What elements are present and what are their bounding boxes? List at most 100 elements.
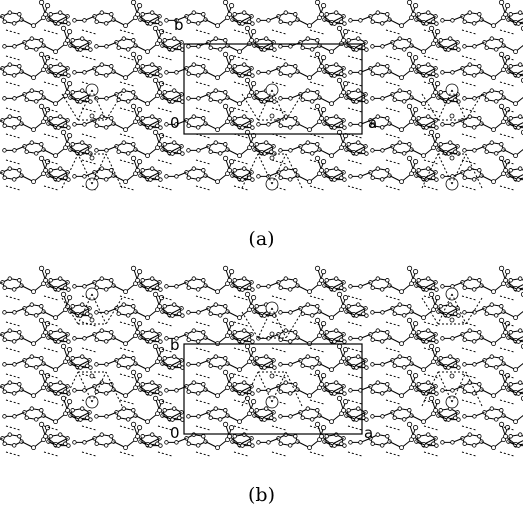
- atom: [82, 70, 87, 75]
- atom: [269, 373, 275, 379]
- hydrogen-bond: [233, 347, 249, 353]
- atom: [498, 317, 505, 323]
- hydrogen-bond: [421, 93, 439, 121]
- atom: [53, 153, 58, 159]
- hydrogen-bond: [451, 371, 467, 403]
- atom: [31, 127, 36, 133]
- atom: [131, 38, 136, 43]
- atom: [494, 313, 499, 318]
- atom: [477, 434, 482, 439]
- atom: [240, 21, 245, 26]
- atom: [94, 71, 99, 76]
- atom: [80, 354, 85, 359]
- atom: [88, 313, 93, 318]
- atom: [89, 113, 95, 119]
- atom: [307, 127, 312, 133]
- hydrogen-bond: [423, 185, 439, 191]
- atom: [242, 114, 247, 119]
- atom: [411, 329, 416, 335]
- atom: [508, 64, 513, 69]
- atom: [446, 417, 451, 422]
- atom: [196, 73, 201, 78]
- atom: [250, 399, 257, 405]
- atom: [460, 384, 465, 389]
- atom: [208, 415, 213, 420]
- atom: [375, 328, 380, 333]
- atom: [348, 70, 353, 75]
- atom: [433, 384, 438, 389]
- atom: [380, 443, 385, 448]
- atom: [58, 432, 63, 437]
- atom: [272, 417, 277, 422]
- hydrogen-bond: [309, 107, 325, 113]
- atom: [416, 12, 421, 17]
- atom: [449, 155, 455, 161]
- atom: [440, 122, 445, 127]
- atom: [228, 425, 235, 431]
- atom: [66, 287, 71, 292]
- atom: [111, 283, 116, 288]
- atom: [433, 66, 438, 71]
- atom: [196, 443, 201, 448]
- hydrogen-bond: [423, 159, 439, 165]
- atom: [356, 140, 361, 145]
- hydrogen-bond: [385, 55, 401, 61]
- atom: [342, 399, 349, 405]
- atom: [314, 51, 321, 57]
- atom: [370, 123, 375, 128]
- atom: [342, 29, 349, 35]
- atom: [56, 339, 61, 344]
- hydrogen-bond: [451, 293, 467, 325]
- hydrogen-bond: [309, 347, 325, 353]
- atom: [407, 304, 412, 309]
- atom: [342, 81, 349, 87]
- hydrogen-bond: [347, 451, 363, 457]
- hydrogen-bond: [347, 159, 363, 165]
- atom: [29, 36, 34, 41]
- atom: [424, 287, 429, 292]
- atom: [249, 118, 254, 123]
- atom: [196, 44, 201, 49]
- atom: [227, 11, 232, 17]
- atom: [228, 3, 235, 9]
- atom: [341, 407, 346, 413]
- atom: [358, 174, 363, 179]
- hydrogen-bond: [499, 55, 515, 61]
- atom: [206, 306, 211, 311]
- atom: [269, 331, 275, 337]
- atom: [12, 96, 17, 101]
- atom: [358, 440, 363, 445]
- atom: [412, 425, 419, 431]
- atom: [94, 414, 99, 419]
- atom: [148, 73, 153, 78]
- atom: [227, 167, 232, 173]
- atom: [271, 144, 276, 149]
- atom: [186, 44, 191, 49]
- hydrogen-bond: [271, 347, 287, 353]
- atom: [342, 21, 347, 26]
- atom: [111, 17, 116, 22]
- atom: [38, 265, 45, 271]
- atom: [186, 123, 191, 128]
- atom: [99, 10, 104, 15]
- atom: [250, 125, 255, 130]
- atom: [356, 36, 361, 41]
- atom: [206, 358, 211, 363]
- atom: [450, 70, 455, 75]
- atom: [450, 122, 455, 127]
- atom: [121, 140, 126, 145]
- atom: [334, 276, 339, 281]
- atom: [60, 129, 67, 135]
- hydrogen-bond: [43, 185, 59, 191]
- atom: [364, 417, 369, 422]
- atom: [397, 406, 402, 411]
- atom: [94, 44, 99, 49]
- atom: [17, 278, 22, 283]
- atom: [43, 277, 48, 283]
- atom: [332, 391, 337, 396]
- atom: [223, 142, 228, 147]
- atom: [411, 433, 416, 439]
- atom: [412, 107, 419, 113]
- atom: [329, 49, 334, 55]
- atom: [342, 347, 349, 353]
